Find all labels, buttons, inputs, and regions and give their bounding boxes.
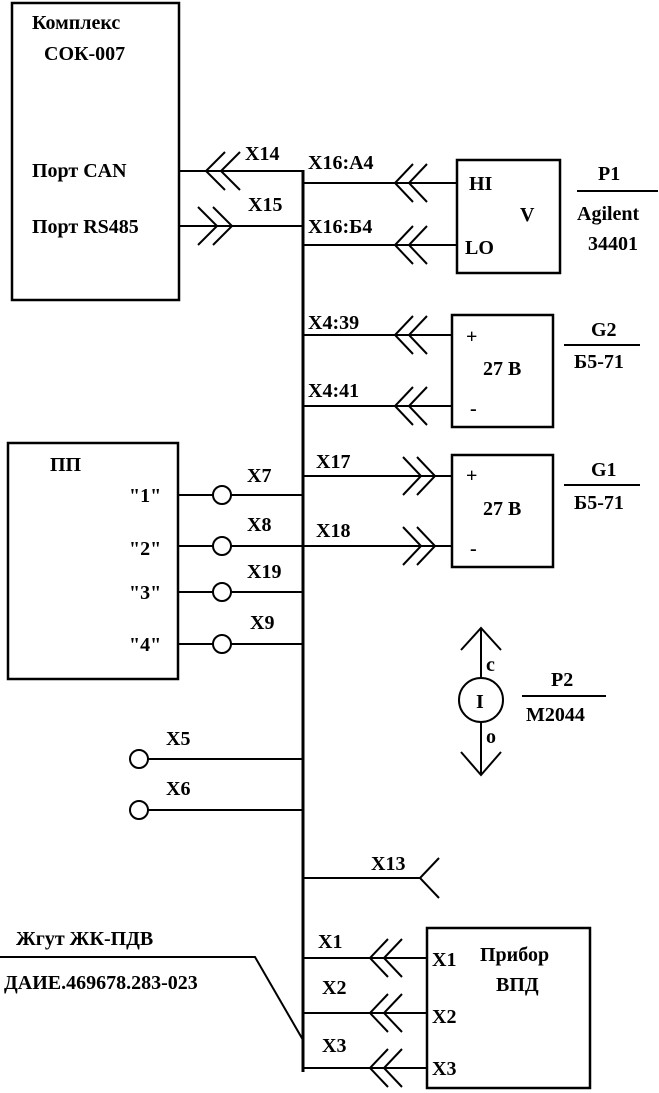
- connector-x8: X8: [247, 514, 271, 536]
- x4-39-line: X4:39: [303, 312, 452, 355]
- vpd-device: Прибор ВПД X1 X2 X3: [425, 926, 592, 1090]
- vpd-title-2: ВПД: [496, 974, 539, 996]
- connector-x5: X5: [166, 728, 190, 750]
- x2-line: X2: [303, 977, 427, 1033]
- x5-line: X5: [129, 728, 303, 769]
- pp-pin-2: "2": [129, 538, 161, 560]
- g2-ref: G2: [591, 319, 617, 341]
- connector-x13: X13: [371, 853, 405, 875]
- connector-x3: X3: [322, 1035, 346, 1057]
- connector-x14: X14: [245, 143, 279, 165]
- p2-ref: P2: [551, 669, 573, 691]
- p2-model: М2044: [526, 704, 585, 726]
- sok-title-2: СОК-007: [44, 43, 125, 65]
- x13-line: X13: [303, 853, 440, 899]
- g2-value: 27 В: [483, 358, 521, 380]
- vpd-title-1: Прибор: [480, 944, 549, 966]
- lo-line: X16:Б4: [303, 216, 457, 265]
- connector-x4-39: X4:39: [308, 312, 359, 334]
- g1-plus: +: [466, 465, 477, 487]
- x19-line: X19: [178, 561, 303, 602]
- voltmeter-lo: LO: [465, 237, 494, 259]
- sok-title-1: Комплекс: [32, 12, 120, 34]
- connector-x2: X2: [322, 977, 346, 999]
- pp-title: ПП: [50, 454, 82, 476]
- g1-ref: G1: [591, 459, 617, 481]
- x1-line: X1: [303, 931, 427, 978]
- connector-x16-b4: X16:Б4: [308, 216, 372, 238]
- g2-model: Б5-71: [574, 351, 624, 373]
- harness-code: ДАИЕ.469678.283-023: [4, 972, 198, 994]
- rs485-line: X15: [179, 194, 303, 246]
- voltmeter-v: V: [520, 204, 535, 226]
- x7-line: X7: [178, 465, 303, 505]
- ammeter-top: с: [486, 654, 495, 676]
- ammeter-p2: I с о P2 М2044: [458, 626, 606, 777]
- power-supply-g1: + 27 В - G1 Б5-71: [450, 453, 640, 569]
- p1-ref: P1: [598, 163, 620, 185]
- ammeter-bottom: о: [486, 726, 496, 748]
- power-supply-g2: + 27 В - G2 Б5-71: [450, 313, 640, 429]
- pp-block: ПП "1" "2" "3" "4": [6, 441, 180, 681]
- vpd-pin-x3: X3: [432, 1058, 456, 1080]
- ammeter-symbol: I: [476, 691, 484, 713]
- voltmeter-hi: HI: [469, 173, 493, 195]
- connector-x4-41: X4:41: [308, 380, 359, 402]
- g2-plus: +: [466, 326, 477, 348]
- connector-x19: X19: [247, 561, 281, 583]
- connector-x15: X15: [248, 194, 282, 216]
- voltmeter-p1: HI V LO P1 Agilent 34401: [455, 158, 658, 275]
- connector-x1: X1: [318, 931, 342, 953]
- port-rs485-label: Порт RS485: [32, 216, 139, 238]
- x6-line: X6: [129, 778, 303, 820]
- vpd-pin-x1: X1: [432, 949, 456, 971]
- connector-x6: X6: [166, 778, 190, 800]
- x9-line: X9: [178, 612, 303, 654]
- port-can-label: Порт CAN: [32, 160, 127, 182]
- p1-model-2: 34401: [588, 233, 638, 255]
- connector-x16-a4: X16:А4: [308, 152, 374, 174]
- x18-line: X18: [303, 520, 452, 566]
- connector-x9: X9: [250, 612, 274, 634]
- can-line: X14: [179, 143, 303, 191]
- connector-x7: X7: [247, 465, 271, 487]
- connector-x17: X17: [316, 451, 350, 473]
- pp-pin-4: "4": [129, 634, 161, 656]
- connector-x18: X18: [316, 520, 350, 542]
- pp-pin-1: "1": [129, 485, 161, 507]
- harness-name: Жгут ЖК-ПДВ: [16, 928, 153, 950]
- vpd-pin-x2: X2: [432, 1006, 456, 1028]
- sok-007-block: Комплекс СОК-007 Порт CAN Порт RS485: [10, 1, 181, 302]
- hi-line: X16:А4: [303, 152, 457, 203]
- p1-model-1: Agilent: [577, 203, 640, 225]
- g1-minus: -: [470, 538, 477, 560]
- pp-pin-3: "3": [129, 582, 161, 604]
- x4-41-line: X4:41: [303, 380, 452, 426]
- g1-model: Б5-71: [574, 492, 624, 514]
- g2-minus: -: [470, 398, 477, 420]
- x3-line: X3: [303, 1035, 427, 1088]
- x17-line: X17: [303, 451, 452, 496]
- harness-label: Жгут ЖК-ПДВ ДАИЕ.469678.283-023: [0, 928, 304, 1041]
- x8-line: X8: [178, 514, 303, 556]
- g1-value: 27 В: [483, 498, 521, 520]
